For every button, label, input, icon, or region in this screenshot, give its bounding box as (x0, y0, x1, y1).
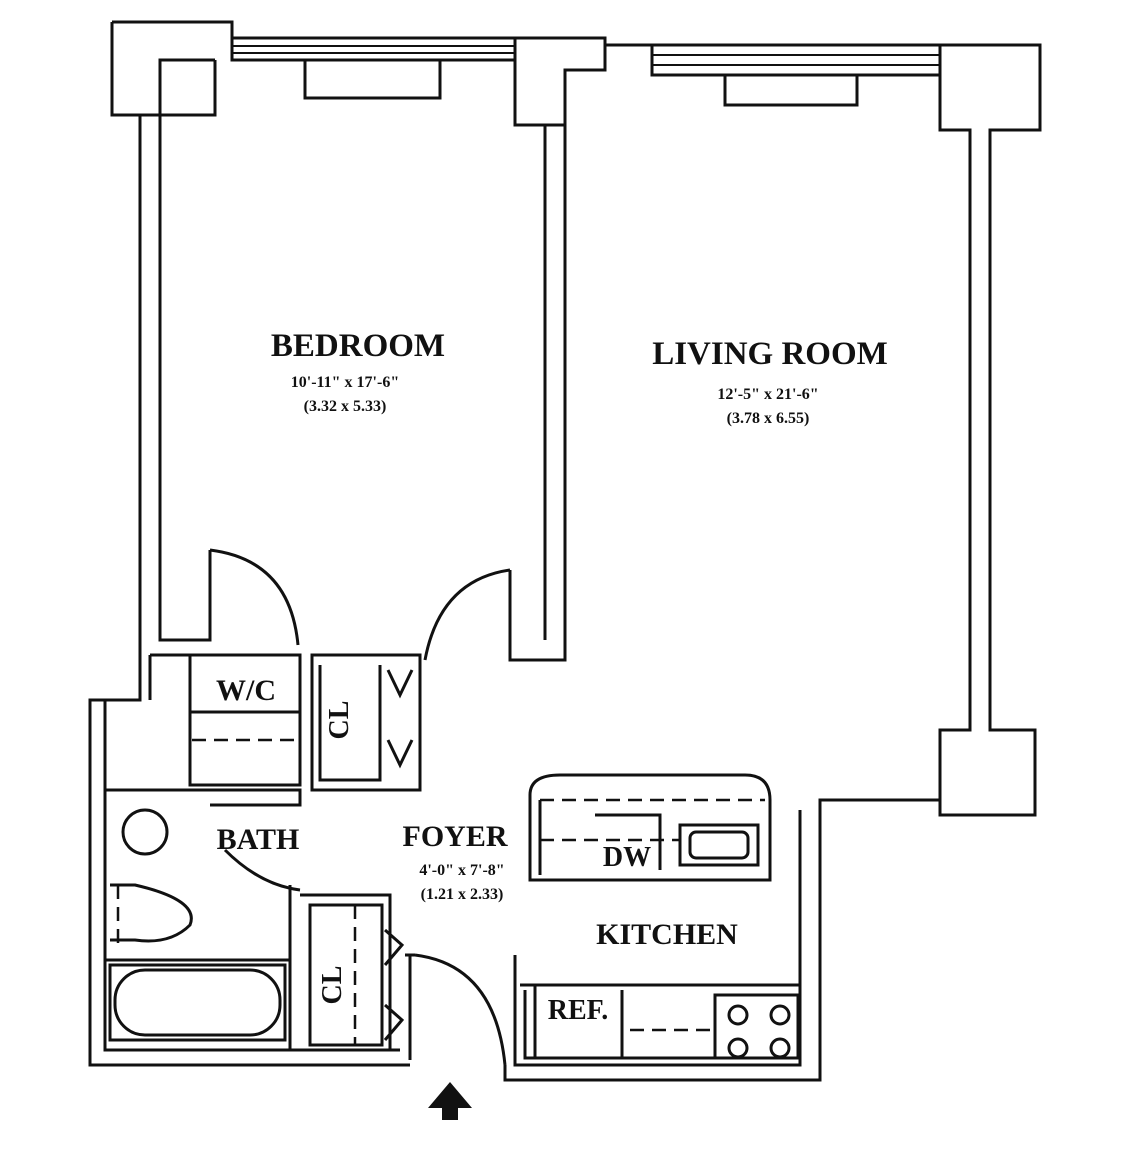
bedroom-door (209, 548, 511, 661)
foyer-dimensions-metric: (1.21 x 2.33) (420, 886, 504, 903)
refrigerator-label: REF. (547, 995, 609, 1026)
up-arrow-icon (428, 1082, 472, 1120)
bedroom-label: BEDROOM (270, 328, 446, 364)
dishwasher-label: DW (602, 842, 652, 873)
wc-label: W/C (216, 674, 276, 707)
bedroom-dimensions-imperial: 10'-11" x 17'-6" (290, 374, 400, 391)
exterior-walls (88, 20, 1042, 1082)
kitchen (520, 773, 800, 1060)
living-room-label: LIVING ROOM (652, 336, 888, 372)
foyer-label: FOYER (402, 820, 508, 853)
bathroom (105, 788, 302, 1050)
foyer-dimensions-imperial: 4'-0" x 7'-8" (419, 862, 505, 879)
bedroom-dimensions-metric: (3.32 x 5.33) (303, 398, 387, 415)
living-room-dimensions-metric: (3.78 x 6.55) (726, 410, 810, 427)
living-room-dimensions-imperial: 12'-5" x 21'-6" (717, 386, 819, 403)
wc-closet (148, 653, 422, 792)
closet-upper-label: CL (324, 700, 355, 740)
bath-label: BATH (216, 823, 300, 856)
kitchen-label: KITCHEN (596, 918, 738, 951)
closet-lower-label: CL (317, 965, 348, 1005)
lower-closet (300, 893, 507, 1066)
